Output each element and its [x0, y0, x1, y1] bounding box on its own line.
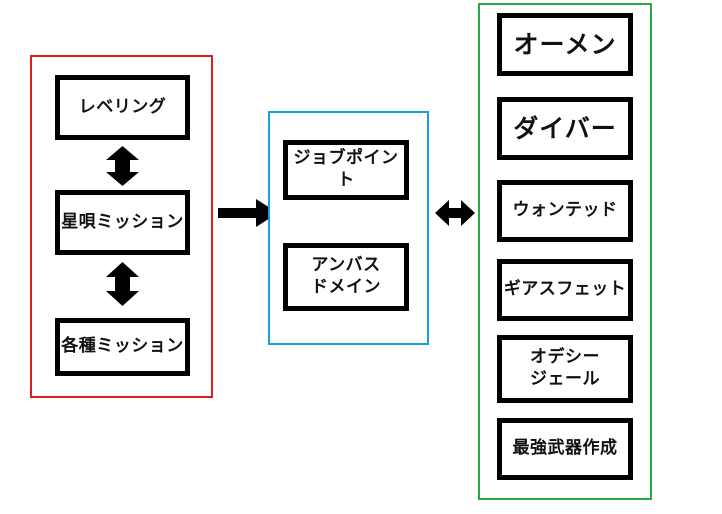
- node-omen[interactable]: オーメン: [497, 13, 633, 76]
- node-seikyo-mission[interactable]: 星唄ミッション: [55, 190, 190, 255]
- node-diver[interactable]: ダイバー: [497, 97, 633, 160]
- double-arrow-horizontal-icon-middle-to-right: [435, 198, 475, 228]
- node-kakushu-mission[interactable]: 各種ミッション: [55, 318, 190, 376]
- node-saikyo-buki-sakusei[interactable]: 最強武器作成: [497, 418, 633, 480]
- node-wanted[interactable]: ウォンテッド: [497, 180, 633, 242]
- node-ambuscade-domain[interactable]: アンバス ドメイン: [283, 243, 409, 311]
- double-arrow-vertical-icon-seikyo-to-kakushu: [104, 262, 141, 306]
- node-leveling[interactable]: レベリング: [55, 75, 190, 140]
- node-odyssey-gaol[interactable]: オデシー ジェール: [497, 335, 633, 403]
- double-arrow-vertical-icon-leveling-to-seikyo: [104, 146, 141, 186]
- node-job-point[interactable]: ジョブポイント: [283, 140, 409, 200]
- single-arrow-right-icon-left-to-middle: [218, 198, 280, 228]
- group-right-green: [478, 3, 652, 500]
- node-geas-fete[interactable]: ギアスフェット: [497, 259, 633, 321]
